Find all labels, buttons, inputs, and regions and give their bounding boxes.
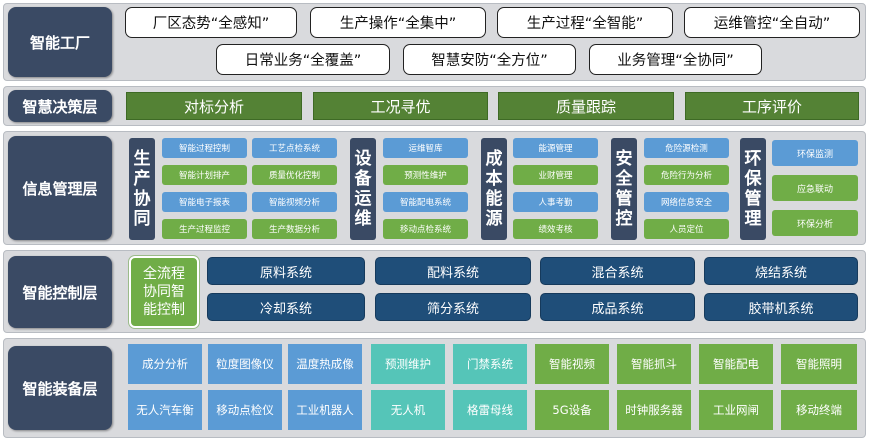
factory-item: 运维管控“全自动” <box>684 7 860 38</box>
equipment-item: 成分分析 <box>128 344 202 384</box>
info-item: 应急联动 <box>772 175 858 201</box>
info-item: 人员定位 <box>644 219 729 239</box>
control-system: 筛分系统 <box>375 293 531 321</box>
info-item: 智能配电系统 <box>383 192 468 212</box>
equipment-item: 移动终端 <box>781 390 857 430</box>
info-item: 智能视频分析 <box>252 192 337 212</box>
info-item: 业财管理 <box>513 165 598 185</box>
control-core-box: 全流程协同智能控制 <box>129 256 199 328</box>
equipment-item: 格雷母线 <box>453 390 527 430</box>
equipment-item: 智能视频 <box>535 344 609 384</box>
decision-item: 工况寻优 <box>313 92 488 120</box>
info-item: 运维智库 <box>383 138 468 158</box>
info-group-label-environment: 环保 管理 <box>740 138 766 240</box>
equipment-item: 无人机 <box>371 390 445 430</box>
equipment-item: 无人汽车衡 <box>128 390 202 430</box>
equipment-item: 5G设备 <box>535 390 609 430</box>
factory-item: 日常业务“全覆盖” <box>216 44 390 75</box>
factory-item: 厂区态势“全感知” <box>125 7 297 38</box>
level-info: 信息管理层 <box>8 136 112 240</box>
control-system: 胶带机系统 <box>704 293 858 321</box>
level-equipment: 智能装备层 <box>8 346 112 430</box>
control-system: 成品系统 <box>540 293 695 321</box>
level-control: 智能控制层 <box>8 256 112 328</box>
info-item: 智能过程控制 <box>162 138 247 158</box>
control-system: 烧结系统 <box>704 257 858 285</box>
info-group-label-cost: 成本 能源 <box>481 138 507 240</box>
equipment-item: 智能照明 <box>781 344 857 384</box>
info-item: 智能计划排产 <box>162 165 247 185</box>
equipment-item: 门禁系统 <box>453 344 527 384</box>
info-item: 绩效考核 <box>513 219 598 239</box>
info-item: 危险行为分析 <box>644 165 729 185</box>
info-item: 移动点检系统 <box>383 219 468 239</box>
factory-item: 生产过程“全智能” <box>497 7 673 38</box>
equipment-item: 智能抓斗 <box>617 344 691 384</box>
factory-item: 生产操作“全集中” <box>310 7 486 38</box>
equipment-item: 预测维护 <box>371 344 445 384</box>
equipment-item: 工业机器人 <box>288 390 362 430</box>
info-item: 生产过程监控 <box>162 219 247 239</box>
info-item: 人事考勤 <box>513 192 598 212</box>
control-system: 冷却系统 <box>207 293 365 321</box>
level-factory: 智能工厂 <box>8 7 112 77</box>
info-group-label-maintenance: 设备 运维 <box>350 138 376 240</box>
control-system: 原料系统 <box>207 257 365 285</box>
decision-item: 工序评价 <box>685 92 859 120</box>
equipment-item: 移动点检仪 <box>208 390 282 430</box>
equipment-item: 粒度图像仪 <box>208 344 282 384</box>
info-item: 预测性维护 <box>383 165 468 185</box>
control-system: 配料系统 <box>375 257 531 285</box>
info-item: 环保分析 <box>772 210 858 236</box>
equipment-item: 智能配电 <box>699 344 773 384</box>
decision-item: 质量跟踪 <box>498 92 674 120</box>
info-item: 智能电子报表 <box>162 192 247 212</box>
factory-item: 智慧安防“全方位” <box>403 44 576 75</box>
info-item: 生产数据分析 <box>252 219 337 239</box>
info-item: 危险源检测 <box>644 138 729 158</box>
info-item: 环保监测 <box>772 140 858 166</box>
control-system: 混合系统 <box>540 257 695 285</box>
level-decision: 智慧决策层 <box>8 90 112 122</box>
info-item: 能源管理 <box>513 138 598 158</box>
equipment-item: 工业网闸 <box>699 390 773 430</box>
decision-item: 对标分析 <box>126 92 302 120</box>
info-item: 网络信息安全 <box>644 192 729 212</box>
equipment-item: 温度热成像 <box>288 344 362 384</box>
info-group-label-production: 生产 协同 <box>129 138 155 240</box>
equipment-item: 时钟服务器 <box>617 390 691 430</box>
info-item: 质量优化控制 <box>252 165 337 185</box>
factory-item: 业务管理“全协同” <box>589 44 762 75</box>
info-group-label-safety: 安全 管控 <box>611 138 637 240</box>
info-item: 工艺点检系统 <box>252 138 337 158</box>
